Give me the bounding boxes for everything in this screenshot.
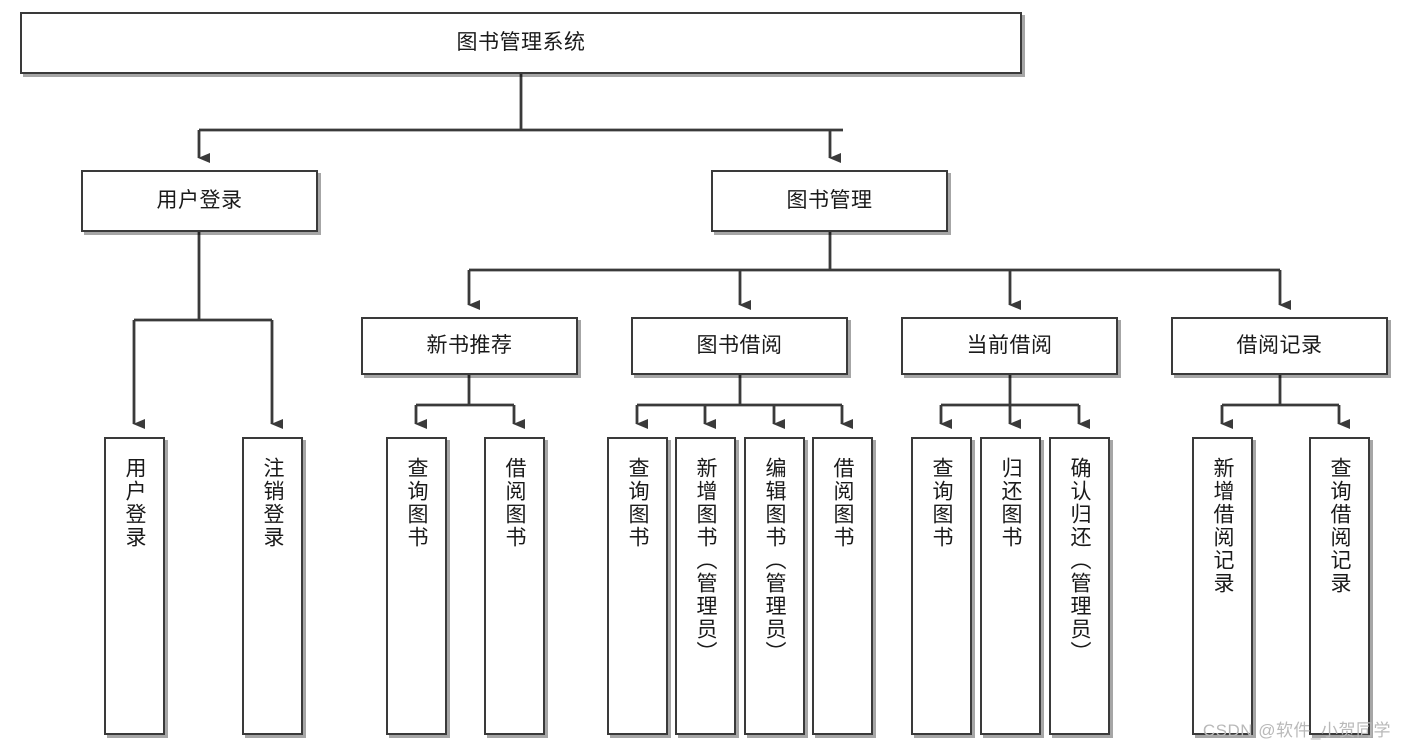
leaf-query-book-1-label: 查询图书 xyxy=(405,457,428,549)
node-book-borrow[interactable]: 图书借阅 xyxy=(631,317,848,375)
node-book-management-label: 图书管理 xyxy=(786,188,873,212)
leaf-query-book-3-label: 查询图书 xyxy=(930,457,953,549)
leaf-query-book-2[interactable]: 查询图书 xyxy=(607,437,668,735)
node-user-login-label: 用户登录 xyxy=(156,188,243,212)
node-current-borrow-label: 当前借阅 xyxy=(966,333,1053,357)
leaf-borrow-book-2-label: 借阅图书 xyxy=(831,457,854,549)
leaf-borrow-book-1-label: 借阅图书 xyxy=(503,457,526,549)
csdn-watermark: CSDN @软件_小贺同学 xyxy=(1202,721,1391,740)
leaf-query-book-3[interactable]: 查询图书 xyxy=(911,437,972,735)
leaf-add-record[interactable]: 新增借阅记录 xyxy=(1192,437,1253,735)
leaf-add-book-label: 新增图书（管理员） xyxy=(694,457,717,664)
leaf-query-record[interactable]: 查询借阅记录 xyxy=(1309,437,1370,735)
leaf-edit-book-label: 编辑图书（管理员） xyxy=(763,457,786,664)
leaf-user-login[interactable]: 用户登录 xyxy=(104,437,165,735)
node-root-label: 图书管理系统 xyxy=(456,30,586,54)
leaf-query-record-label: 查询借阅记录 xyxy=(1328,457,1351,595)
leaf-query-book-2-label: 查询图书 xyxy=(626,457,649,549)
leaf-return-book[interactable]: 归还图书 xyxy=(980,437,1041,735)
leaf-query-book-1[interactable]: 查询图书 xyxy=(386,437,447,735)
node-borrow-record[interactable]: 借阅记录 xyxy=(1171,317,1388,375)
node-user-login[interactable]: 用户登录 xyxy=(81,170,318,232)
leaf-return-book-label: 归还图书 xyxy=(999,457,1022,549)
leaf-borrow-book-2[interactable]: 借阅图书 xyxy=(812,437,873,735)
leaf-confirm-return[interactable]: 确认归还（管理员） xyxy=(1049,437,1110,735)
leaf-borrow-book-1[interactable]: 借阅图书 xyxy=(484,437,545,735)
leaf-logout-label: 注销登录 xyxy=(261,457,284,549)
node-borrow-record-label: 借阅记录 xyxy=(1236,333,1323,357)
leaf-edit-book[interactable]: 编辑图书（管理员） xyxy=(744,437,805,735)
node-book-borrow-label: 图书借阅 xyxy=(696,333,783,357)
leaf-user-login-label: 用户登录 xyxy=(123,457,146,549)
node-root[interactable]: 图书管理系统 xyxy=(20,12,1022,74)
leaf-logout[interactable]: 注销登录 xyxy=(242,437,303,735)
leaf-add-record-label: 新增借阅记录 xyxy=(1211,457,1234,595)
node-new-book-recommend[interactable]: 新书推荐 xyxy=(361,317,578,375)
node-current-borrow[interactable]: 当前借阅 xyxy=(901,317,1118,375)
node-book-management[interactable]: 图书管理 xyxy=(711,170,948,232)
leaf-add-book[interactable]: 新增图书（管理员） xyxy=(675,437,736,735)
leaf-confirm-return-label: 确认归还（管理员） xyxy=(1068,457,1091,664)
node-new-book-recommend-label: 新书推荐 xyxy=(426,333,513,357)
